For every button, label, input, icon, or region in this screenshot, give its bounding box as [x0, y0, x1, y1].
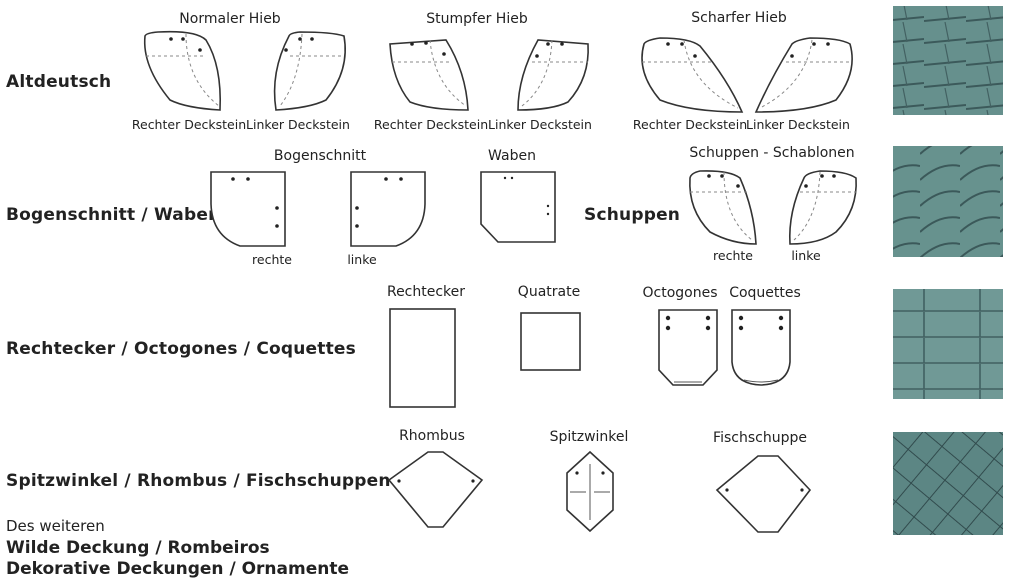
- caption-stumpf-rechter: Rechter Deckstein: [373, 117, 489, 132]
- caption-normal-linker: Linker Deckstein: [246, 117, 350, 132]
- caption-rhombus: Rhombus: [399, 428, 465, 444]
- row-label-rechtecker: Rechtecker / Octogones / Coquettes: [6, 339, 356, 359]
- coquettes-tile: [731, 309, 791, 386]
- slate-photo-rhombus: [893, 432, 1003, 535]
- caption-spitzwinkel: Spitzwinkel: [549, 429, 629, 445]
- octogones-tile: [658, 309, 718, 386]
- schuppen-linke: [788, 170, 857, 245]
- caption-scharfer-hieb: Scharfer Hieb: [691, 10, 787, 26]
- footer-line-2: Dekorative Deckungen / Ornamente: [6, 559, 349, 579]
- spitzwinkel-tile: [566, 450, 614, 533]
- caption-quatrate: Quatrate: [517, 284, 581, 300]
- row-label-bogenschnitt-waben: Bogenschnitt / Waben: [6, 205, 221, 225]
- rechtecker-tile: [389, 308, 456, 408]
- scharf-rechter-deckstein: [641, 37, 744, 113]
- normal-linker-deckstein: [273, 31, 346, 111]
- caption-bogenschnitt: Bogenschnitt: [273, 148, 367, 164]
- caption-rechtecker: Rechtecker: [386, 284, 466, 300]
- stumpf-rechter-deckstein: [389, 39, 469, 111]
- caption-bogen-linke: linke: [347, 252, 377, 267]
- caption-schuppen-linke: linke: [791, 248, 821, 263]
- caption-waben: Waben: [488, 148, 536, 164]
- fischschuppe-tile: [715, 455, 812, 533]
- scharf-linker-deckstein: [754, 37, 853, 113]
- row-label-spitzwinkel: Spitzwinkel / Rhombus / Fischschuppen: [6, 471, 391, 491]
- row-label-altdeutsch: Altdeutsch: [6, 72, 112, 92]
- caption-stumpf-linker: Linker Deckstein: [488, 117, 592, 132]
- caption-fischschuppe: Fischschuppe: [713, 430, 807, 446]
- schuppen-rechte: [689, 170, 757, 245]
- caption-normaler-hieb: Normaler Hieb: [179, 11, 281, 27]
- caption-octogones: Octogones: [642, 285, 718, 301]
- footer-intro: Des weiteren: [6, 517, 105, 535]
- bogenschnitt-linke: [350, 171, 426, 247]
- caption-schuppen-rechte: rechte: [713, 248, 753, 263]
- rhombus-tile: [387, 451, 484, 528]
- footer-line-1: Wilde Deckung / Rombeiros: [6, 538, 270, 558]
- caption-coquettes: Coquettes: [729, 285, 801, 301]
- caption-normal-rechter: Rechter Deckstein: [131, 117, 247, 132]
- caption-scharf-rechter: Rechter Deckstein: [632, 117, 748, 132]
- normal-rechter-deckstein: [143, 30, 222, 111]
- stumpf-linker-deckstein: [517, 39, 589, 111]
- row-label-schuppen: Schuppen: [584, 205, 681, 225]
- caption-scharf-linker: Linker Deckstein: [746, 117, 850, 132]
- slate-photo-altdeutsch: [893, 6, 1003, 115]
- caption-schuppen-schablonen: Schuppen - Schablonen: [689, 145, 855, 161]
- waben-tile: [480, 171, 556, 243]
- caption-stumpfer-hieb: Stumpfer Hieb: [426, 11, 528, 27]
- quatrate-tile: [520, 312, 581, 371]
- slate-photo-schuppen: [893, 146, 1003, 257]
- caption-bogen-rechte: rechte: [252, 252, 292, 267]
- slate-photo-rechtecker: [893, 289, 1003, 399]
- bogenschnitt-rechte: [210, 171, 286, 247]
